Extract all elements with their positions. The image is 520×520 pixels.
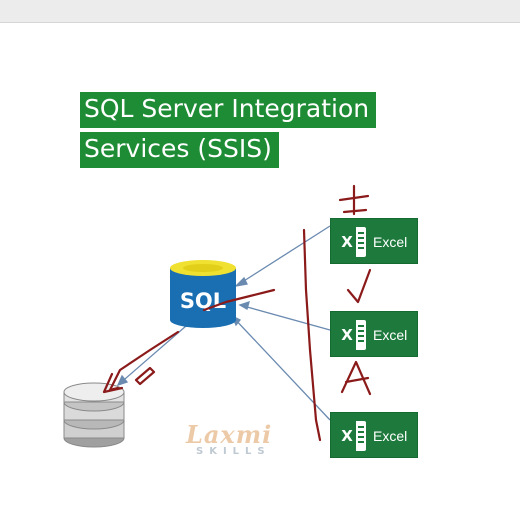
browser-top-bar [0, 0, 520, 23]
excel-file-2: X Excel [330, 311, 418, 357]
annotation-checkmark [346, 268, 372, 304]
annotation-stroke-sql [202, 288, 276, 312]
excel-icon: X [338, 227, 366, 257]
arrowhead-1 [234, 276, 248, 288]
sql-icon-label: SQL [180, 289, 226, 313]
excel-file-1: X Excel [330, 218, 418, 264]
pen-cursor-icon [134, 366, 156, 386]
excel-file-3-label: Excel [373, 428, 408, 444]
arrowhead-2 [238, 300, 250, 310]
arrow-sql-to-db [117, 325, 187, 386]
slide-title-line-1: SQL Server Integration [80, 92, 377, 128]
annotation-arrowhead [102, 372, 124, 394]
excel-icon: X [338, 421, 366, 451]
excel-icon: X [338, 320, 366, 350]
destination-database-icon [63, 382, 125, 448]
excel-file-2-label: Excel [373, 327, 408, 343]
arrow-excel-1-to-sql [235, 225, 331, 287]
sql-database-icon: SQL [170, 260, 236, 328]
annotation-letter-a [340, 360, 372, 396]
laxmi-skills-watermark-logo: Laxmi SKILLS [186, 420, 276, 464]
arrow-excel-2-to-sql [239, 304, 331, 331]
excel-file-3: X Excel [330, 412, 418, 458]
excel-file-1-label: Excel [373, 234, 408, 250]
handwritten-annotations [102, 184, 372, 442]
arrowhead-4 [116, 374, 129, 387]
slide-title-line-2: Services (SSIS) [80, 132, 279, 168]
annotation-symbol-top [338, 184, 370, 216]
annotation-vertical-line [302, 228, 322, 442]
watermark-sub-text: SKILLS [196, 446, 271, 457]
watermark-main-text: Laxmi [186, 420, 273, 449]
